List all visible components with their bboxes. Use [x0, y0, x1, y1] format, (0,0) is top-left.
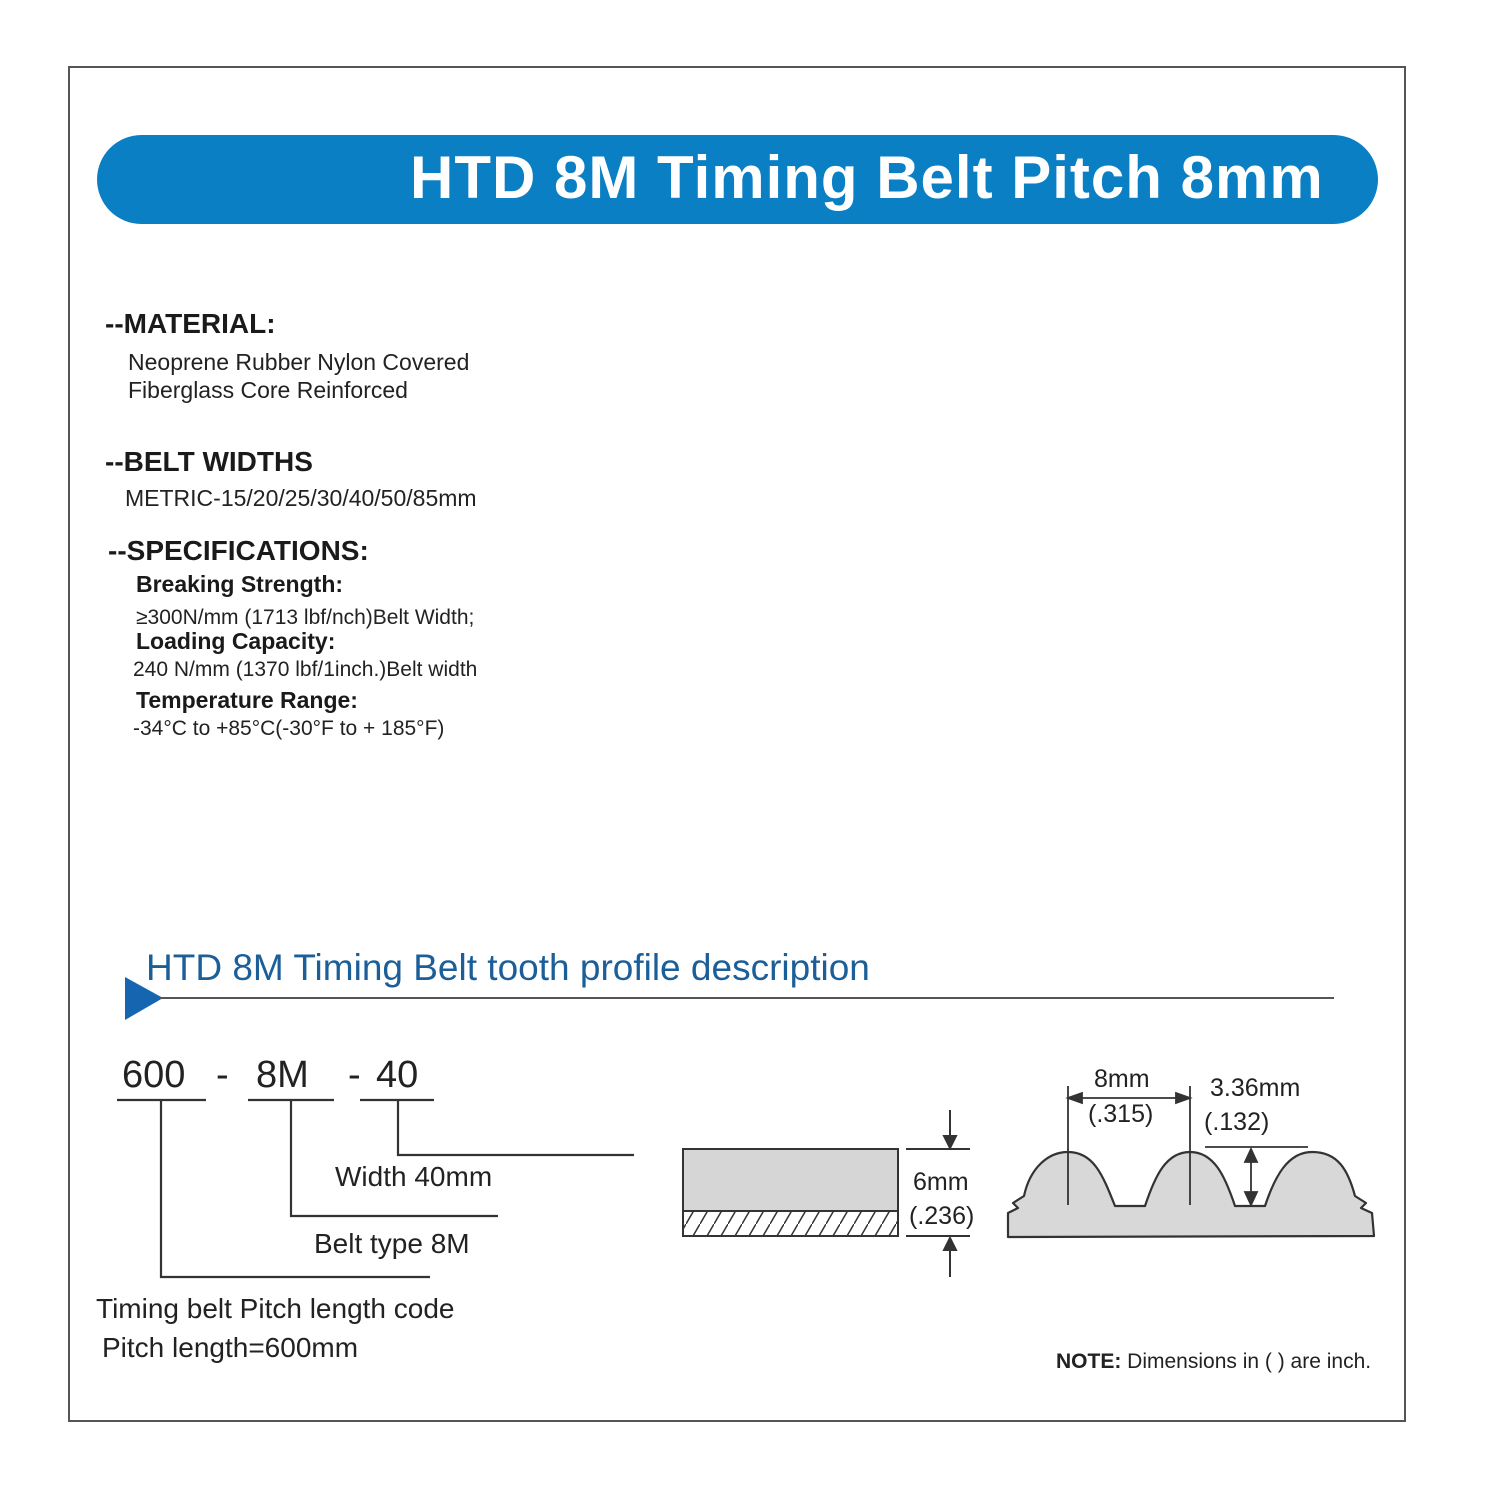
pitch-inch-label: (.315) [1088, 1100, 1154, 1128]
pitch-code-label: Timing belt Pitch length code [96, 1293, 455, 1324]
page-title: HTD 8M Timing Belt Pitch 8mm [410, 144, 1324, 211]
code-type: 8M [256, 1054, 309, 1096]
breaking-strength-label: Breaking Strength: [136, 571, 344, 597]
code-dash-1: - [216, 1054, 229, 1096]
note: NOTE: Dimensions in ( ) are inch. [1056, 1350, 1371, 1374]
length-leader-line [159, 1100, 430, 1279]
code-width: 40 [376, 1054, 419, 1096]
thickness-bottom-arrow-icon [942, 1235, 958, 1251]
tooth-height-mm-label: 3.36mm [1210, 1074, 1301, 1102]
specs-heading: --SPECIFICATIONS: [108, 535, 369, 566]
diagram-frame [68, 66, 1406, 1422]
tooth-height-top-arrow-icon [1243, 1146, 1259, 1163]
code-dash-2: - [348, 1054, 361, 1096]
pitch-left-arrow-icon [1065, 1091, 1083, 1105]
material-line-1: Neoprene Rubber Nylon Covered [128, 349, 470, 375]
note-text: Dimensions in ( ) are inch. [1127, 1350, 1372, 1373]
temperature-range-label: Temperature Range: [136, 687, 358, 713]
thickness-top-arrow-icon [942, 1135, 958, 1151]
pitch-mm-label: 8mm [1094, 1065, 1150, 1093]
width-leader-line [396, 1100, 634, 1157]
thickness-inch-label: (.236) [909, 1202, 975, 1230]
tooth-height-inch-label: (.132) [1204, 1108, 1270, 1136]
temperature-range-value: -34°C to +85°C(-30°F to + 185°F) [133, 717, 445, 740]
breaking-strength-value: ≥300N/mm (1713 lbf/nch)Belt Width; [136, 606, 475, 629]
code-length: 600 [122, 1054, 186, 1096]
loading-capacity-label: Loading Capacity: [136, 628, 336, 654]
type-leader-line [289, 1100, 498, 1218]
widths-heading: --BELT WIDTHS [105, 446, 313, 477]
widths-line: METRIC-15/20/25/30/40/50/85mm [125, 485, 477, 511]
tooth-height-bottom-arrow-icon [1243, 1191, 1259, 1208]
belt-type-label: Belt type 8M [314, 1228, 470, 1259]
section-marker-icon [125, 977, 163, 1020]
pitch-right-arrow-icon [1175, 1091, 1193, 1105]
material-line-2: Fiberglass Core Reinforced [128, 377, 408, 403]
belt-tooth-profile [1006, 1150, 1376, 1239]
loading-capacity-value: 240 N/mm (1370 lbf/1inch.)Belt width [133, 658, 478, 681]
material-heading: --MATERIAL: [105, 308, 276, 339]
thickness-mm-label: 6mm [913, 1168, 969, 1196]
note-label: NOTE: [1056, 1350, 1122, 1373]
pitch-length-label: Pitch length=600mm [102, 1332, 359, 1363]
belt-body-section [682, 1148, 899, 1212]
belt-backing-hatch [682, 1210, 899, 1237]
title-banner [97, 135, 1378, 224]
width-label: Width 40mm [335, 1161, 493, 1192]
profile-section-title: HTD 8M Timing Belt tooth profile descrip… [146, 947, 870, 988]
